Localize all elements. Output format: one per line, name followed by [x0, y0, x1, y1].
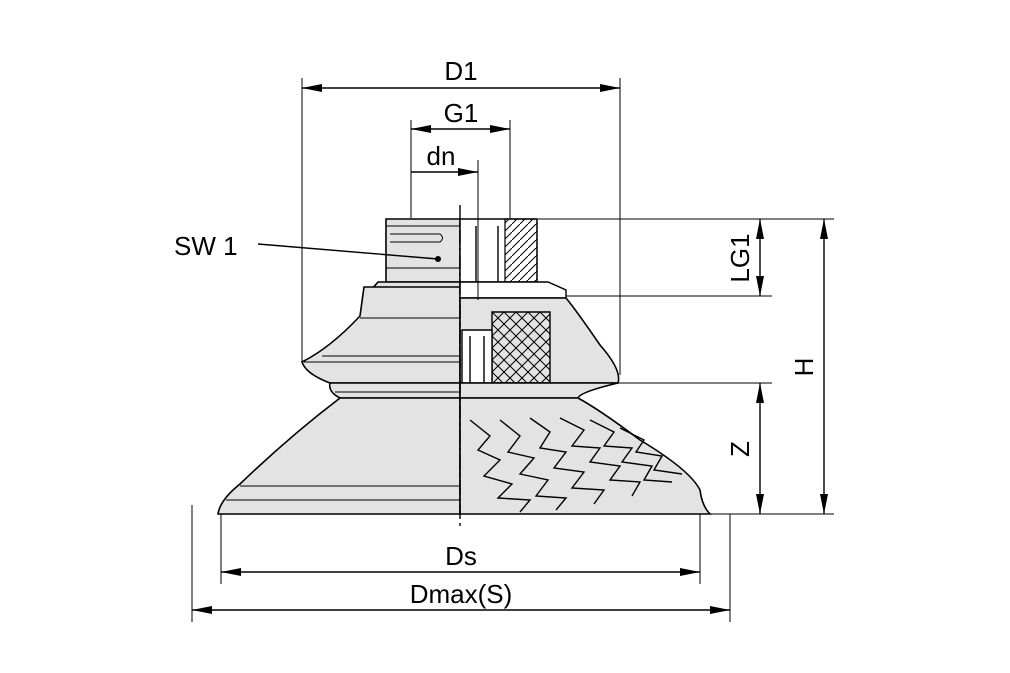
label-lg1: LG1	[725, 233, 755, 282]
dimension-ds: Ds	[220, 514, 701, 584]
label-dmax: Dmax(S)	[410, 579, 513, 609]
dimension-g1: G1	[410, 98, 511, 218]
label-d1: D1	[444, 56, 477, 86]
label-h: H	[789, 358, 819, 377]
label-z: Z	[725, 441, 755, 457]
dimension-dmax: Dmax(S)	[191, 505, 731, 622]
suction-cup-body	[217, 218, 712, 515]
label-ds: Ds	[445, 541, 477, 571]
label-sw1: SW 1	[174, 231, 238, 261]
label-dn: dn	[427, 141, 456, 171]
dimension-d1: D1	[301, 56, 621, 375]
dimension-h: H	[710, 218, 834, 515]
leader-sw1: SW 1	[174, 231, 441, 262]
label-g1: G1	[444, 98, 479, 128]
dimension-dn: dn	[410, 141, 479, 300]
dimension-lg1: LG1	[538, 218, 772, 297]
dimension-z: Z	[618, 382, 772, 514]
